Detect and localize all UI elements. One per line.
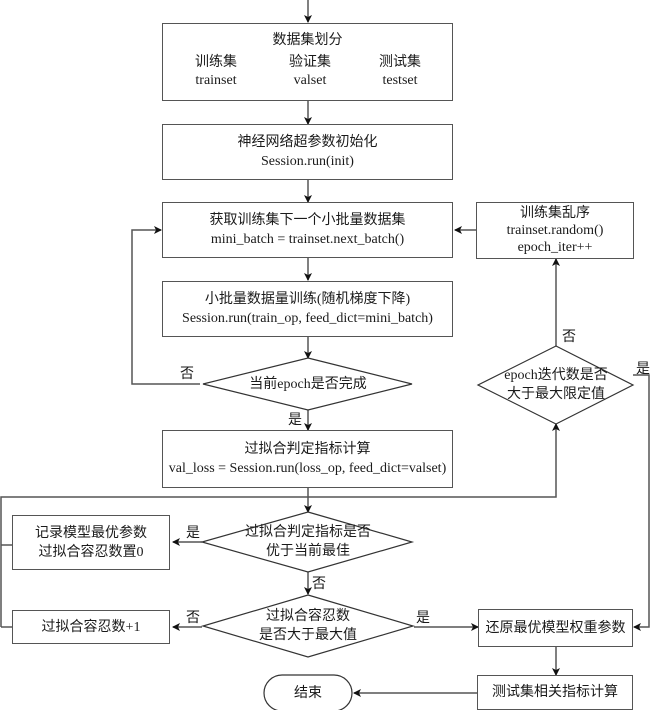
epoch-max-label2: 大于最大限定值 xyxy=(507,387,605,402)
train-label-cn: 小批量数据量训练(随机梯度下降) xyxy=(204,292,411,307)
next-batch-label-cn: 获取训练集下一个小批量数据集 xyxy=(209,213,406,228)
dataset-split-box: 数据集划分 xyxy=(162,23,453,101)
valset-label-en: valset xyxy=(293,73,327,88)
dataset-split-title: 数据集划分 xyxy=(272,33,343,48)
edge-epochmax-yes xyxy=(633,374,650,631)
trainset-label-en: trainset xyxy=(195,73,237,88)
test-metrics-label: 测试集相关指标计算 xyxy=(492,685,618,700)
valset-node: 验证集 valset xyxy=(264,52,356,92)
testset-label-en: testset xyxy=(382,73,418,88)
record-box: 记录模型最优参数 过拟合容忍数置0 xyxy=(12,515,170,570)
edge-epochdone-no xyxy=(131,226,200,385)
epoch-max-diamond xyxy=(476,345,635,425)
trainset-label-cn: 训练集 xyxy=(195,55,237,70)
patience-inc-label: 过拟合容忍数+1 xyxy=(41,619,141,635)
next-batch-label-code: mini_batch = trainset.next_batch() xyxy=(210,232,405,247)
end-label: 结束 xyxy=(294,685,322,701)
edge-label-epoch-max-no: 否 xyxy=(562,330,576,345)
edge-label-better-yes: 是 xyxy=(186,526,200,541)
test-metrics-box: 测试集相关指标计算 xyxy=(477,675,633,710)
patience-diamond xyxy=(200,594,416,658)
init-label-code: Session.run(init) xyxy=(261,154,354,169)
init-box: 神经网络超参数初始化 Session.run(init) xyxy=(162,124,453,180)
epoch-max-text: epoch迭代数是否 大于最大限定值 xyxy=(486,366,626,404)
better-text: 过拟合判定指标是否 优于当前最佳 xyxy=(228,523,388,561)
restore-label: 还原最优模型权重参数 xyxy=(485,620,626,636)
epoch-done-label: 当前epoch是否完成 xyxy=(249,376,367,392)
shuffle-label-code2: epoch_iter++ xyxy=(517,240,593,255)
shuffle-box: 训练集乱序 trainset.random() epoch_iter++ xyxy=(476,202,634,259)
epoch-max-label1: epoch迭代数是否 xyxy=(504,368,608,383)
epoch-done-diamond xyxy=(202,357,413,411)
patience-label1: 过拟合容忍数 xyxy=(266,609,350,624)
valset-label-cn: 验证集 xyxy=(289,55,331,70)
edge-label-epoch-max-yes: 是 xyxy=(636,362,650,377)
shuffle-label-cn: 训练集乱序 xyxy=(520,206,590,221)
patience-text: 过拟合容忍数 是否大于最大值 xyxy=(238,607,378,645)
next-batch-box: 获取训练集下一个小批量数据集 mini_batch = trainset.nex… xyxy=(162,202,453,258)
init-label-cn: 神经网络超参数初始化 xyxy=(237,135,378,150)
testset-label-cn: 测试集 xyxy=(379,55,421,70)
trainset-node: 训练集 trainset xyxy=(170,52,262,92)
val-loss-label-cn: 过拟合判定指标计算 xyxy=(244,442,371,457)
edge-label-patience-no: 否 xyxy=(186,611,200,626)
epoch-done-text: 当前epoch是否完成 xyxy=(218,374,398,394)
shuffle-label-code1: trainset.random() xyxy=(506,223,604,238)
restore-box: 还原最优模型权重参数 xyxy=(478,609,633,647)
record-label1: 记录模型最优参数 xyxy=(35,525,147,541)
edge-label-epoch-done-no: 否 xyxy=(180,367,194,382)
record-label2: 过拟合容忍数置0 xyxy=(38,544,144,560)
val-loss-box: 过拟合判定指标计算 val_loss = Session.run(loss_op… xyxy=(162,430,453,488)
better-label2: 优于当前最佳 xyxy=(266,544,350,559)
edge-label-epoch-done-yes: 是 xyxy=(288,413,302,428)
train-label-code: Session.run(train_op, feed_dict=mini_bat… xyxy=(182,311,433,326)
better-diamond xyxy=(199,511,415,573)
patience-inc-box: 过拟合容忍数+1 xyxy=(12,610,170,644)
testset-node: 测试集 testset xyxy=(355,52,445,92)
train-box: 小批量数据量训练(随机梯度下降) Session.run(train_op, f… xyxy=(162,281,453,337)
edge-label-patience-yes: 是 xyxy=(416,611,430,626)
end-text: 结束 xyxy=(264,675,352,711)
edge-label-better-no: 否 xyxy=(312,577,326,592)
better-label1: 过拟合判定指标是否 xyxy=(245,525,371,540)
patience-label2: 是否大于最大值 xyxy=(259,628,357,643)
end-terminator xyxy=(263,674,353,710)
edge-loop-epochmax xyxy=(308,423,560,498)
val-loss-label-code: val_loss = Session.run(loss_op, feed_dic… xyxy=(168,461,447,476)
